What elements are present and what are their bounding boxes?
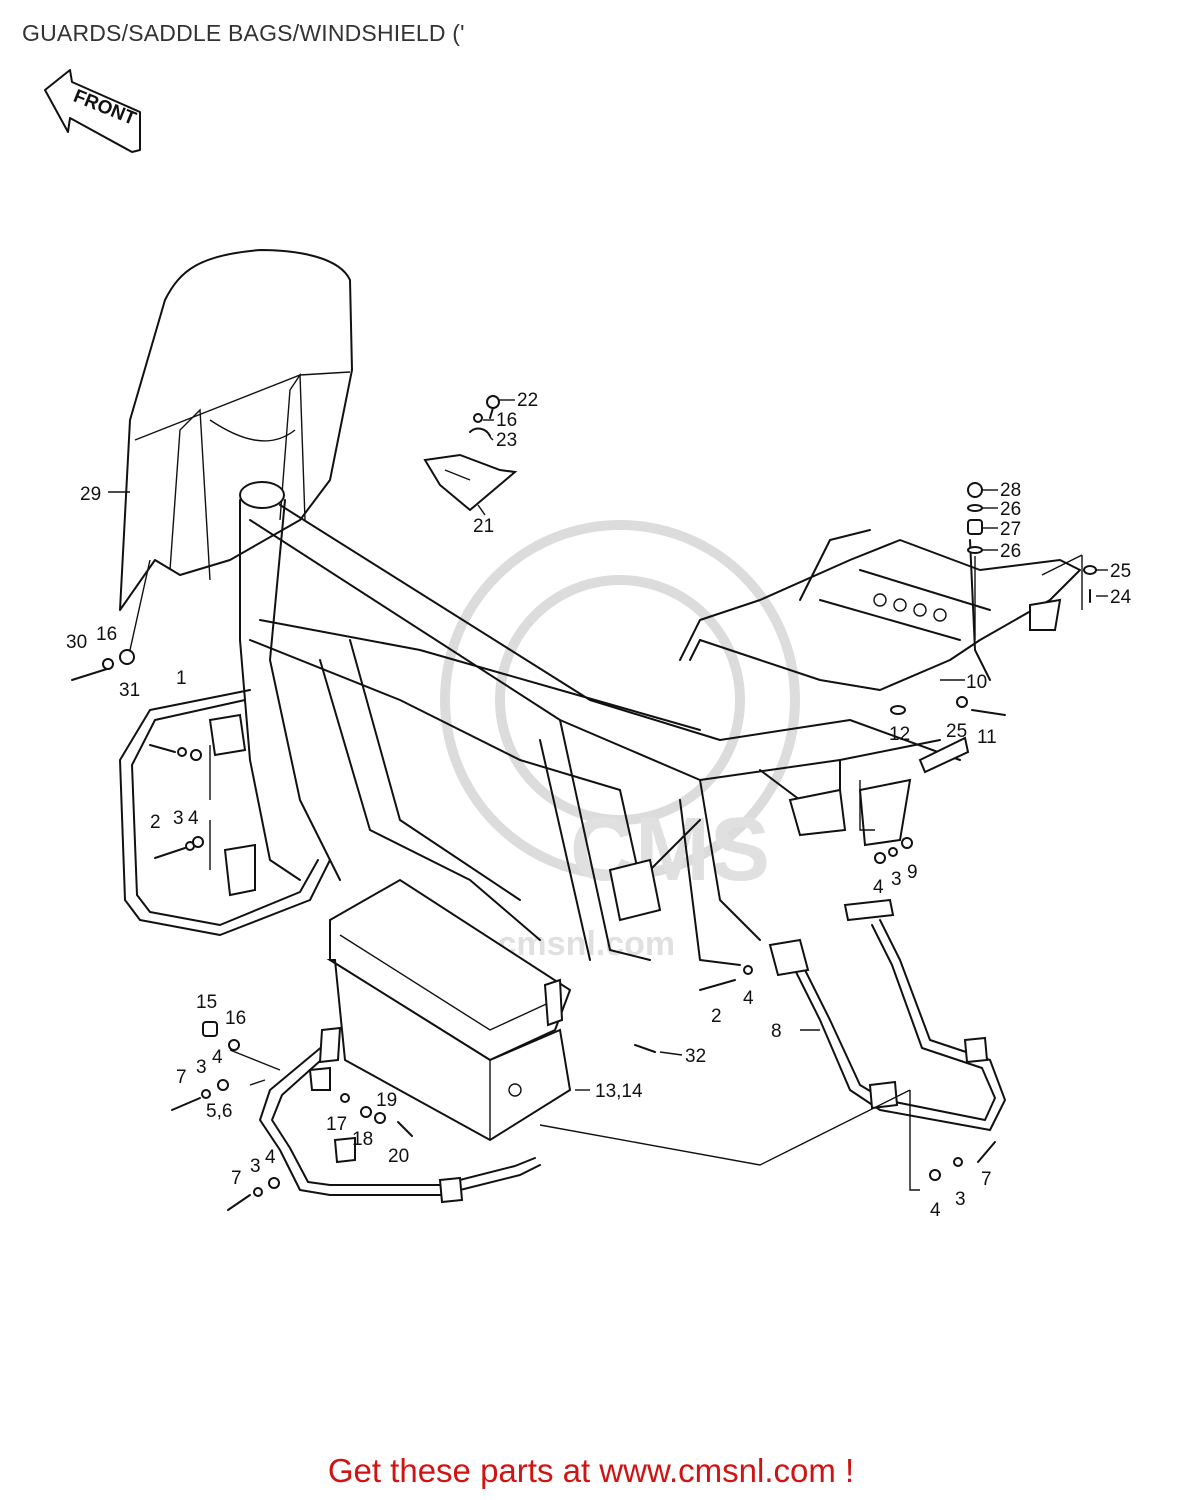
callout-labels: 22 16 23 21 29 28 26 27 26 25 24 30 16 3…	[66, 390, 1132, 1221]
callout-4d: 4	[743, 988, 754, 1009]
callout-26: 26	[1000, 499, 1021, 520]
callout-7c: 7	[981, 1169, 992, 1190]
right-rear-guard	[768, 898, 1006, 1131]
callout-25: 25	[1110, 561, 1131, 582]
watermark: CMS www.cmsnl.com	[409, 520, 800, 963]
callout-31: 31	[119, 680, 140, 701]
callout-9: 9	[907, 862, 918, 883]
callout-16b: 16	[96, 624, 117, 645]
callout-8: 8	[771, 1021, 782, 1042]
callout-3b: 3	[891, 869, 902, 890]
callout-16: 16	[496, 410, 517, 431]
callout-3e: 3	[955, 1189, 966, 1210]
page-title: GUARDS/SADDLE BAGS/WINDSHIELD ('	[22, 20, 465, 46]
footer-link-text[interactable]: Get these parts at www.cmsnl.com !	[327, 1452, 855, 1489]
left-engine-guard	[119, 689, 331, 936]
callout-16c: 16	[225, 1008, 246, 1029]
rear-carrier	[679, 529, 1081, 691]
callout-32: 32	[685, 1046, 706, 1067]
callout-27: 27	[1000, 519, 1021, 540]
callout-4: 4	[188, 808, 199, 829]
watermark-inner-circle	[495, 575, 745, 825]
windshield	[119, 249, 353, 611]
callout-4b: 4	[873, 877, 884, 898]
callout-4e: 4	[265, 1147, 276, 1168]
callout-10: 10	[966, 672, 987, 693]
callout-26b: 26	[1000, 541, 1021, 562]
callout-24: 24	[1110, 587, 1132, 608]
bracket-21	[423, 453, 518, 512]
callout-21: 21	[473, 516, 494, 537]
leader-lines	[108, 399, 1108, 1191]
callout-23: 23	[496, 430, 517, 451]
front-arrow-icon: FRONT	[44, 69, 141, 153]
hardware-fasteners	[71, 395, 1097, 1211]
callout-22: 22	[517, 390, 538, 411]
callout-20: 20	[388, 1146, 409, 1167]
callout-2: 2	[150, 812, 161, 833]
callout-30: 30	[66, 632, 87, 653]
callout-5-6: 5,6	[206, 1101, 232, 1122]
callout-4c: 4	[212, 1047, 223, 1068]
callout-11: 11	[977, 727, 997, 748]
callout-7: 7	[176, 1067, 187, 1088]
callout-25b: 25	[946, 721, 967, 742]
callout-28: 28	[1000, 480, 1021, 501]
callout-3c: 3	[196, 1057, 207, 1078]
callout-4f: 4	[930, 1200, 941, 1221]
callout-18: 18	[352, 1129, 373, 1150]
callout-19: 19	[376, 1090, 397, 1111]
callout-29: 29	[80, 484, 101, 505]
motorcycle-frame	[239, 481, 970, 966]
callout-12: 12	[889, 724, 910, 745]
callout-3d: 3	[250, 1156, 261, 1177]
callout-17: 17	[326, 1114, 347, 1135]
saddle-bag	[326, 878, 572, 1142]
callout-3: 3	[173, 808, 184, 829]
rear-left-guard	[259, 1026, 541, 1204]
callout-7b: 7	[231, 1168, 242, 1189]
callout-1: 1	[176, 668, 187, 689]
callout-2b: 2	[711, 1006, 722, 1027]
callout-13-14: 13,14	[595, 1081, 643, 1102]
callout-15: 15	[196, 992, 217, 1013]
